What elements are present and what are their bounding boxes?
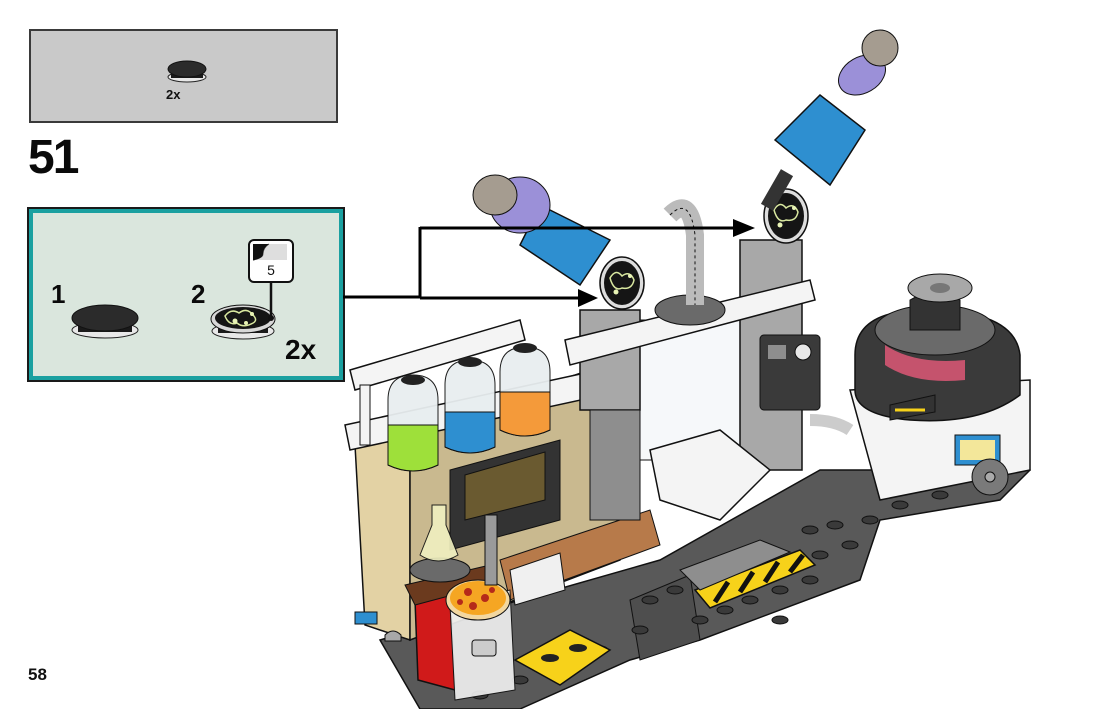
- containment-unit: [849, 273, 1031, 501]
- containment-column: [564, 199, 854, 521]
- blaster-arm-left: [472, 174, 612, 287]
- page-number: 58: [28, 665, 47, 684]
- lab-bench: [354, 358, 661, 701]
- sticker-sheet-icon: [252, 243, 287, 261]
- step-number: 51: [28, 131, 79, 184]
- hazard-stripe-tile: [679, 539, 817, 609]
- placement-arrow-right: [733, 219, 755, 237]
- sticker-number: 5: [267, 262, 275, 278]
- sub-assembly-multiplier: 2x: [285, 334, 317, 365]
- sub-step-2-number: 2: [191, 279, 206, 309]
- sub-step-1-number: 1: [51, 279, 66, 309]
- potion-bottle-blue: [444, 357, 496, 454]
- sub-assembly-callout: 1 2 5 2x: [27, 207, 345, 382]
- potion-bottle-orange: [499, 343, 551, 437]
- yellow-plate: [513, 629, 612, 686]
- ghost-disc-left: [599, 256, 645, 310]
- sticker-reference-tag: 5: [248, 239, 294, 283]
- callout-connector: [343, 226, 735, 300]
- round-tile-black-icon: [71, 304, 139, 339]
- round-tile-black-icon: [167, 60, 207, 83]
- parts-list-box: 2x: [29, 29, 338, 123]
- blaster-arm-right: [760, 29, 899, 211]
- part-quantity: 2x: [166, 87, 181, 102]
- sticker-tile-icon: [210, 281, 276, 340]
- placement-arrow-left: [578, 289, 598, 307]
- potion-bottle-green: [387, 374, 439, 472]
